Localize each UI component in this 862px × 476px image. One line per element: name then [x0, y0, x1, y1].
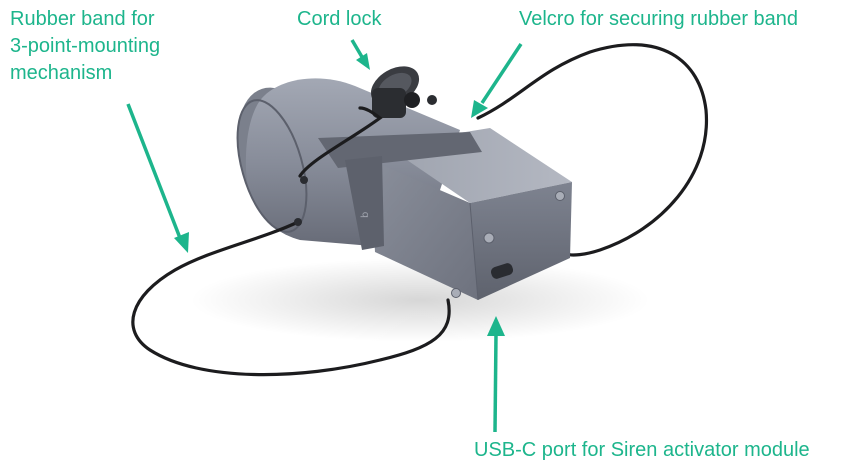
screw-icon — [451, 288, 461, 298]
arrow-usb-c — [493, 333, 498, 433]
arrow-rubber-band-head — [174, 232, 189, 253]
callout-usb-c: USB-C port for Siren activator module — [474, 439, 810, 461]
rubber-band-cord-loop — [131, 220, 451, 377]
arrow-cord-lock — [350, 39, 364, 58]
usb-c-port — [490, 263, 514, 279]
cord-lock-icon — [370, 66, 437, 118]
callout-rubber-band-line: 3-point-mounting — [10, 35, 161, 57]
callout-rubber-band-line: mechanism — [10, 62, 113, 84]
arrow-rubber-band — [126, 103, 182, 239]
velcro-strap-down — [345, 156, 384, 250]
strap-marking: b — [360, 212, 371, 218]
cord-hole — [300, 176, 308, 184]
annotation-arrows — [126, 39, 523, 433]
arrow-velcro-head — [471, 100, 488, 118]
cord-hole — [294, 218, 302, 226]
rubber-band-cord-right — [476, 43, 709, 257]
screw-icon — [555, 191, 565, 201]
ground-shadow — [190, 258, 650, 342]
callout-velcro: Velcro for securing rubber band — [519, 8, 799, 30]
arrow-usb-c-head — [487, 316, 505, 336]
callout-rubber-band-line: Rubber band for — [10, 8, 155, 30]
arrow-velcro — [480, 43, 523, 104]
device-box-edge — [469, 202, 479, 301]
device-cylinder-rim — [236, 99, 308, 233]
callout-rubber-band: Rubber band for 3-point-mounting mechani… — [10, 6, 160, 87]
callout-cord-lock: Cord lock — [297, 8, 382, 30]
arrow-cord-lock-head — [356, 53, 370, 70]
rubber-band-cord-left — [298, 106, 383, 178]
screw-icon — [483, 232, 495, 244]
device-box-front — [370, 160, 478, 300]
